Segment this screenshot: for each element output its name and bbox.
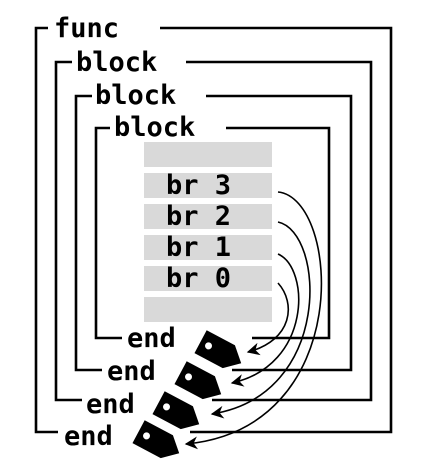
func-label: func xyxy=(54,13,119,44)
instruction-slot xyxy=(144,235,272,260)
block-inner-label: block xyxy=(114,112,195,143)
end-middle-label: end xyxy=(107,356,156,387)
instruction-br-0: br 0 xyxy=(166,263,231,294)
tag-icon xyxy=(132,420,180,459)
block-middle-frame xyxy=(74,94,353,372)
branch-arrow-br-1 xyxy=(230,253,300,387)
instruction-slot xyxy=(144,266,272,291)
func-frame xyxy=(34,26,393,434)
instruction-slot xyxy=(144,173,272,198)
instruction-slot xyxy=(144,204,272,229)
tag-icon xyxy=(174,361,222,400)
instruction-br-2: br 2 xyxy=(166,201,231,232)
empty-slot-top xyxy=(144,142,272,167)
end-func-label: end xyxy=(64,421,113,452)
branch-arrow-br-0 xyxy=(246,282,290,356)
empty-slot-bottom xyxy=(144,297,272,322)
instruction-br-1: br 1 xyxy=(166,232,231,263)
tag-icon xyxy=(152,391,200,430)
branch-arrow-br-3 xyxy=(184,191,323,450)
block-outer-frame xyxy=(54,60,373,402)
block-middle-label: block xyxy=(95,80,176,111)
end-inner-label: end xyxy=(127,323,176,354)
branch-arrow-br-2 xyxy=(210,221,311,419)
end-outer-label: end xyxy=(86,389,135,420)
block-outer-label: block xyxy=(76,47,157,78)
instruction-br-3: br 3 xyxy=(166,170,231,201)
tag-icon xyxy=(194,330,242,369)
